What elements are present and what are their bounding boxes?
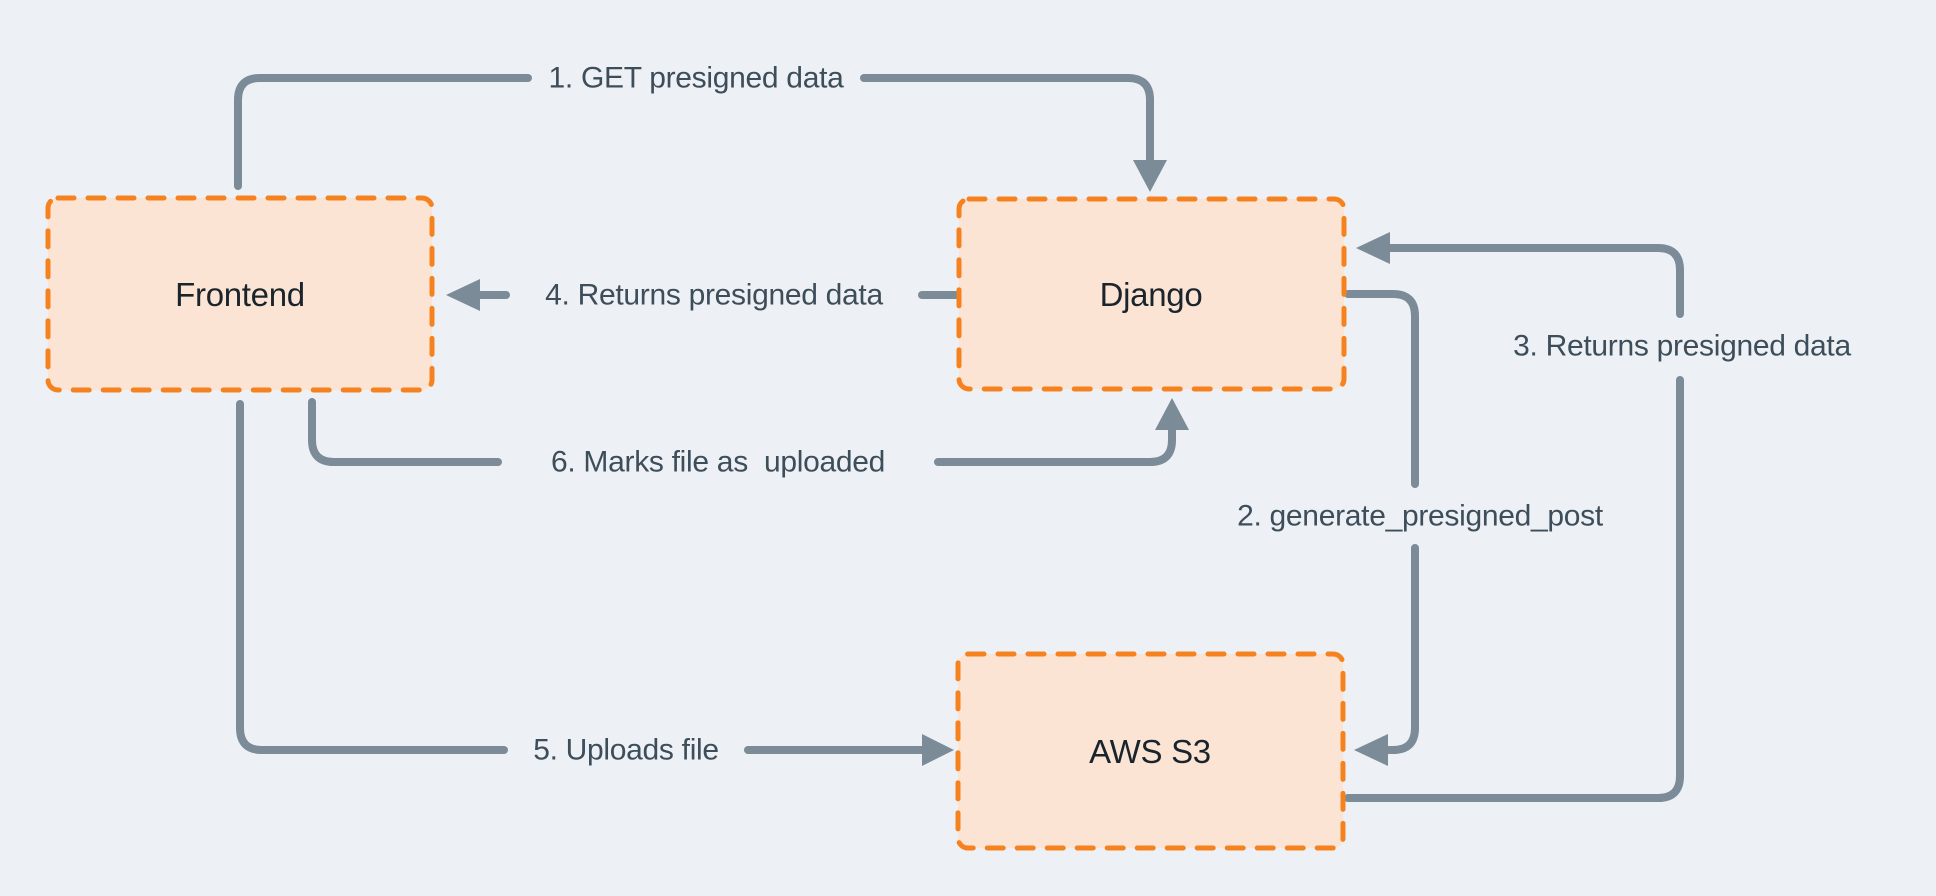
edge-label-marks-file-uploaded: 6. Marks file as uploaded [544,443,892,481]
frontend-box [45,195,435,393]
edge-4-arrowhead-icon [446,279,480,311]
edge-label-returns-presigned-data-frontend: 4. Returns presigned data [539,276,889,314]
edge-2-line-start [1344,290,1419,488]
aws-s3-box [955,651,1346,851]
edge-1-line-start [234,74,532,190]
django-box-title: Django [1099,275,1203,313]
edge-label-returns-presigned-data-s3: 3. Returns presigned data [1507,327,1857,365]
edge-3-line-end [1386,244,1684,318]
edge-6-line-start [308,398,502,466]
edge-3-arrowhead-icon [1356,232,1390,264]
edge-1-line-end [860,74,1154,172]
edge-6-line-end [934,420,1176,466]
edge-label-generate-presigned-post: 2. generate_presigned_post [1231,497,1609,535]
edge-5-arrowhead-icon [922,734,954,766]
edge-3-line-start [1344,376,1684,802]
edge-2-arrowhead-icon [1354,734,1388,766]
edge-label-get-presigned-data: 1. GET presigned data [542,59,850,97]
frontend-box-title: Frontend [175,275,305,313]
edge-2-line-end [1384,544,1419,754]
edge-6-arrowhead-icon [1155,398,1189,430]
edge-1-arrowhead-icon [1133,160,1167,192]
edge-5-line-start [236,400,508,754]
django-box [956,196,1347,392]
aws-s3-box-title: AWS S3 [1089,732,1211,770]
edge-label-uploads-file: 5. Uploads file [527,731,725,769]
